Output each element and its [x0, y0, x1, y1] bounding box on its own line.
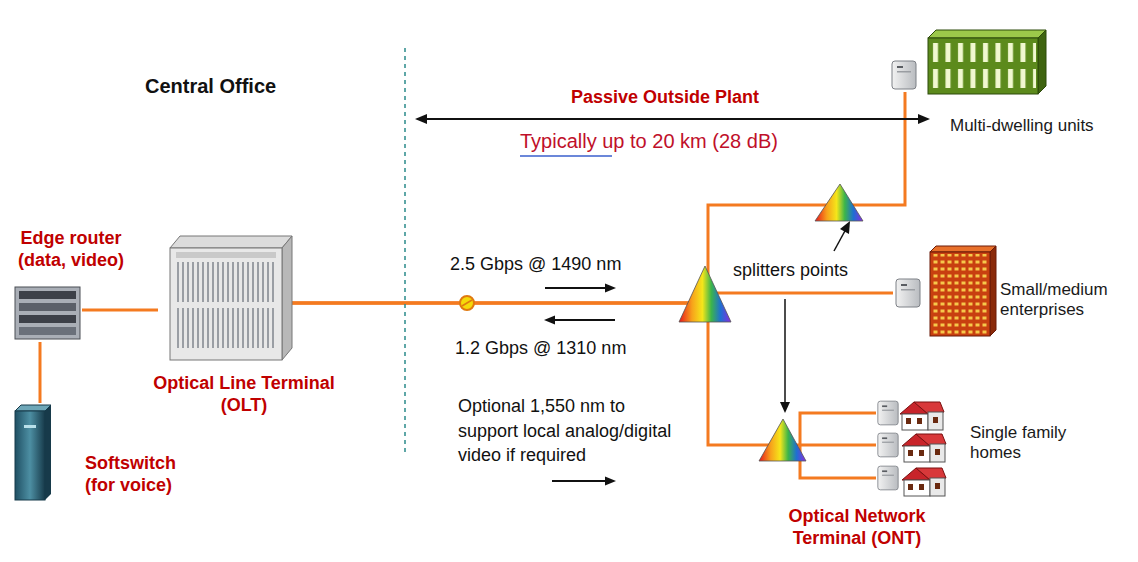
fiber-link — [292, 92, 905, 303]
downstream-arrow — [545, 284, 616, 293]
ont-box — [892, 61, 916, 89]
homes-node: Single family homes — [876, 397, 948, 502]
span-arrow — [415, 114, 930, 124]
pointer-arrow — [834, 221, 850, 251]
house — [902, 468, 946, 496]
node-label: Edge router (data, video) — [8, 228, 134, 271]
video-arrow — [552, 477, 616, 486]
ont-box — [878, 433, 898, 457]
router-node: Edge router (data, video) — [14, 283, 82, 342]
upstream-arrow — [544, 316, 615, 325]
distance-label: Typically up to 20 km (28 dB) — [520, 130, 778, 152]
spellcheck-underline — [520, 155, 612, 156]
part-label: Optical Network Terminal (ONT) — [757, 505, 957, 549]
fiber-connector — [462, 300, 472, 306]
office-building — [930, 246, 996, 336]
olt-icon — [170, 236, 292, 360]
splitter — [679, 266, 731, 322]
region-label: Central Office — [145, 74, 276, 98]
fiber-link — [39, 342, 42, 403]
note-label: Optional 1,550 nm to support local analo… — [458, 394, 678, 468]
house — [902, 434, 946, 462]
softswitch-node: Softswitch (for voice) — [12, 403, 52, 502]
olt-node: Optical Line Terminal (OLT) — [158, 233, 292, 362]
node-label: Softswitch (for voice) — [85, 453, 197, 496]
boundary-line — [404, 48, 406, 456]
apartment-building — [928, 30, 1046, 94]
splitter — [759, 419, 806, 461]
signal-label: 1.2 Gbps @ 1310 nm — [455, 338, 626, 360]
node-label: Optical Line Terminal (OLT) — [150, 373, 338, 416]
node-label: Single family homes — [970, 423, 1096, 464]
mdu-node: Multi-dwelling units — [888, 28, 1048, 92]
house — [900, 402, 944, 430]
ont-box — [878, 466, 898, 490]
ont-box — [896, 279, 920, 307]
fiber-link — [292, 303, 876, 478]
router-icon — [15, 287, 80, 339]
node-label: Multi-dwelling units — [950, 116, 1138, 136]
softswitch-icon — [15, 405, 51, 500]
node-label: Small/medium enterprises — [1000, 280, 1126, 321]
fiber-connector — [460, 296, 474, 310]
enterprise-node: Small/medium enterprises — [893, 243, 997, 338]
ont-box — [878, 401, 898, 425]
signal-label: 2.5 Gbps @ 1490 nm — [450, 254, 621, 276]
fiber-link — [82, 309, 158, 312]
region-label: Passive Outside Plant — [545, 87, 785, 109]
callout-label: splitters points — [733, 260, 848, 282]
splitter — [815, 184, 863, 221]
pointer-arrow — [780, 299, 790, 413]
